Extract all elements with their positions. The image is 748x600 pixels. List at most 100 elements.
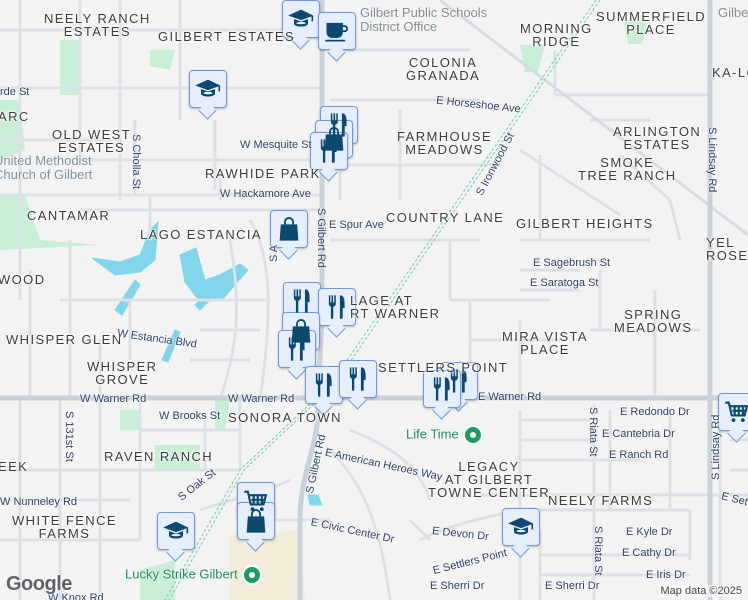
street-label: E Redondo Dr [620, 406, 690, 418]
neighborhood-label: SONORA TOWN [228, 410, 342, 425]
street-label: E Warner Rd [478, 391, 542, 403]
railway [164, 0, 601, 600]
school-icon [162, 517, 190, 545]
street-label: W Nunneley Rd [0, 496, 78, 508]
map-marker-school[interactable] [157, 512, 195, 550]
map-marker-school[interactable] [502, 508, 540, 546]
neighborhood-label: SUMMERFIELD PLACE [596, 9, 707, 37]
street-label: E Sherri Dr [430, 580, 485, 592]
neighborhood-label: GILBERT ESTATES [158, 29, 296, 44]
neighborhood-label: WHITE FENCE FARMS [12, 513, 117, 541]
map-marker-restaurant[interactable] [318, 288, 356, 326]
shopping-cart-icon [242, 487, 270, 515]
neighborhood-label: SETTLERS POINT [378, 360, 509, 375]
street-label: W Brooks St [159, 410, 221, 422]
street-label: E Cantebria Dr [602, 428, 675, 440]
restaurant-icon [283, 335, 311, 363]
neighborhood-label: FARMHOUSE MEADOWS [397, 129, 492, 157]
neighborhood-label: OLD WEST ESTATES [52, 127, 132, 155]
map-marker-school[interactable] [282, 0, 320, 38]
neighborhood-label: EEK [0, 459, 29, 474]
map-marker-restaurant[interactable] [283, 282, 321, 320]
neighborhood-label: ARC [0, 109, 30, 124]
map-marker-shopping-bag[interactable] [270, 210, 308, 248]
street-label: S Riata St [587, 407, 599, 457]
neighborhood-label: GILBERT HEIGHTS [516, 216, 654, 231]
map-marker-restaurant[interactable] [339, 360, 377, 398]
neighborhood-label: RAVEN RANCH [104, 449, 214, 464]
street-label: E Iris Dr [646, 569, 686, 581]
street-label: W Warner Rd [80, 393, 147, 405]
school-icon [194, 75, 222, 103]
map-marker-school[interactable] [189, 70, 227, 108]
street-label: W Warner Rd [228, 393, 295, 405]
street-label: W Knox Rd [48, 592, 104, 600]
map-marker-restaurant[interactable] [423, 370, 461, 408]
restaurant-icon [325, 111, 353, 139]
location-pin-icon [462, 425, 483, 445]
restaurant-icon [344, 365, 372, 393]
restaurant-icon [315, 137, 343, 165]
diagonal-road [439, 0, 748, 237]
shopping-bag-icon [287, 317, 315, 345]
restaurant-icon [428, 375, 456, 403]
neighborhood-label: LAGO ESTANCIA [140, 227, 262, 242]
neighborhood-label: LAGE AT RT WARNER [350, 293, 441, 321]
street-label: S Gilbert Rd [315, 208, 327, 268]
neighborhood-label: ARLINGTON ESTATES [613, 124, 702, 152]
neighborhood-label: MIRA VISTA PLACE [502, 329, 588, 357]
street-label: E Sagebrush St [533, 257, 611, 269]
street-label: S Riata St [592, 526, 604, 576]
neighborhood-label: YEL ROSE [706, 235, 748, 263]
street-label: S A [268, 244, 280, 262]
street-label: S Cholla St [130, 134, 142, 190]
poi-life-time[interactable]: Life Time [406, 425, 483, 445]
poi-label-district-office[interactable]: Gilbert Public Schools District Office [360, 5, 488, 34]
map-marker-restaurant[interactable] [310, 132, 348, 170]
neighborhood-label: RAWHIDE PARK [205, 166, 321, 181]
restaurant-icon [310, 371, 338, 399]
neighborhood-label: KA-LO [712, 65, 748, 80]
neighborhood-label: LEGACY AT GILBERT TOWNE CENTER [428, 459, 551, 500]
neighborhood-label: NEELY RANCH ESTATES [44, 11, 151, 39]
neighborhood-label: COLONIA GRANADA [406, 55, 481, 83]
map-marker-shopping-cart[interactable] [718, 393, 748, 431]
location-pin-icon [241, 565, 262, 585]
school-icon [507, 513, 535, 541]
street-label: E Saratoga St [530, 277, 599, 289]
street-label: S Lindsay Rd [710, 414, 722, 480]
poi-label-partial[interactable]: Gilbe [718, 5, 748, 20]
parks [0, 22, 648, 600]
street-label: rde St [0, 86, 30, 98]
street-label: S 131st St [63, 411, 75, 462]
google-logo[interactable]: Google [6, 573, 72, 595]
street-label: E Cathy Dr [622, 547, 676, 559]
street-label: E Ranch Rd [609, 449, 669, 461]
neighborhood-label: SMOKE TREE RANCH [578, 155, 677, 183]
street-label: E Kyle Dr [626, 526, 673, 538]
map-attribution[interactable]: Map data ©2025 [658, 585, 744, 597]
neighborhood-label: WHISPER GROVE [87, 359, 158, 387]
street-label: E Spur Ave [329, 219, 384, 231]
coffee-icon [323, 17, 351, 45]
map-marker-restaurant[interactable] [278, 330, 316, 368]
neighborhood-label: NEELY FARMS [548, 493, 654, 508]
shopping-cart-icon [723, 398, 748, 426]
poi-label-church[interactable]: United Methodist Church of Gilbert [0, 153, 93, 182]
poi-lucky-strike[interactable]: Lucky Strike Gilbert [125, 565, 262, 585]
neighborhood-label: SPRING MEADOWS [614, 307, 693, 335]
poi-label: Life Time [406, 426, 459, 442]
street-label: W Mesquite St [240, 139, 312, 151]
map-marker-shopping-bag[interactable] [237, 502, 275, 540]
neighborhood-label: WHISPER GLEN [6, 332, 123, 347]
map-marker-coffee[interactable] [318, 12, 356, 50]
school-icon [287, 5, 315, 33]
shopping-bag-icon [275, 215, 303, 243]
neighborhood-label: WOOD [0, 272, 46, 287]
map-marker-restaurant[interactable] [305, 366, 343, 404]
street-label: W Hackamore Ave [220, 188, 311, 200]
